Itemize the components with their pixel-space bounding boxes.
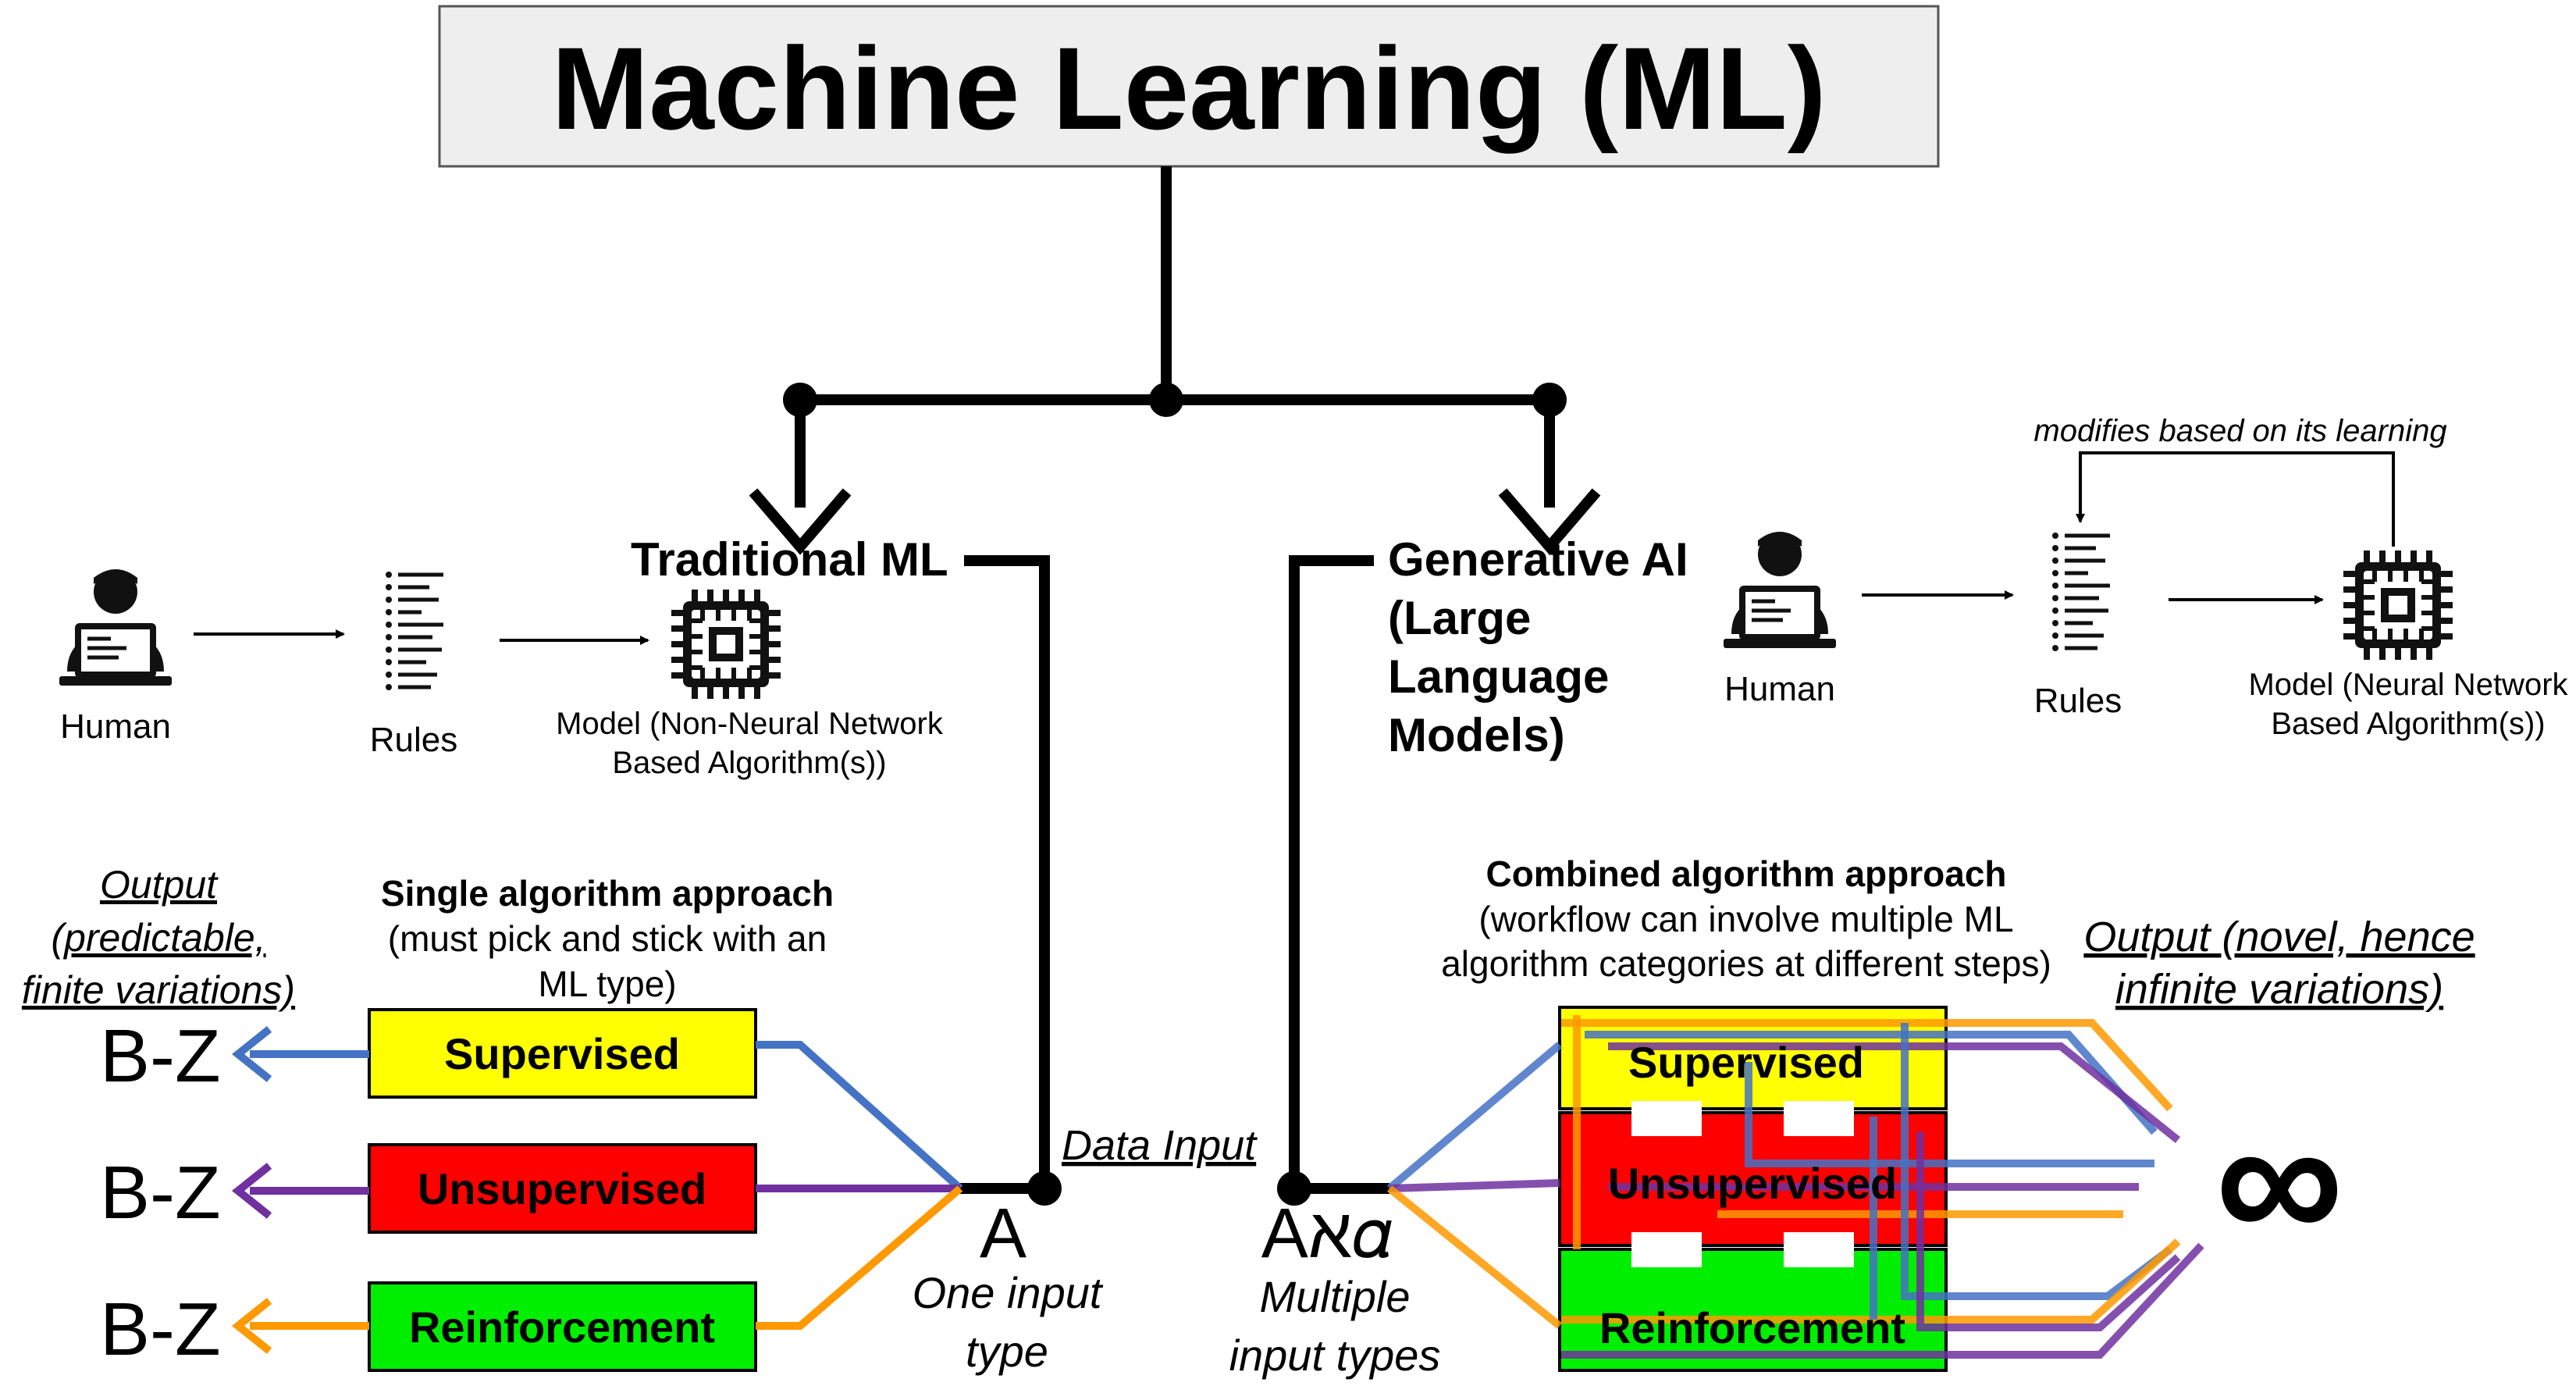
tree-nodes	[749, 383, 1601, 555]
combined-approach-line3: algorithm categories at different steps)	[1441, 943, 2051, 984]
generative-model-label-1: Model (Neural Network	[2248, 668, 2568, 702]
rules-icon	[2052, 533, 2110, 651]
generative-ai-heading-4: Models)	[1388, 709, 1565, 761]
generative-rules-label: Rules	[2034, 682, 2122, 720]
generative-ai-heading-1: Generative AI	[1388, 533, 1688, 586]
combined-approach-line2: (workflow can involve multiple ML	[1478, 899, 2013, 939]
traditional-model-label-1: Model (Non-Neural Network	[556, 707, 944, 741]
generative-unsupervised-label: Unsupervised	[1608, 1159, 1897, 1208]
single-approach-line2: (must pick and stick with an	[388, 918, 827, 959]
arrowhead-generative	[1498, 488, 1601, 555]
generative-ai-heading-2: (Large	[1388, 592, 1531, 644]
human-icon	[1724, 532, 1836, 648]
single-approach-title: Single algorithm approach	[381, 873, 834, 914]
traditional-output-2: (predictable,	[51, 916, 265, 960]
arrowhead-traditional	[749, 488, 852, 555]
generative-input-symbol: Aא𝛼	[1261, 1195, 1393, 1273]
generative-model-label-2: Based Algorithm(s))	[2271, 707, 2545, 741]
traditional-output-bz-3: B-Z	[100, 1288, 221, 1371]
feedback-arrow	[2076, 451, 2395, 547]
traditional-model-label-2: Based Algorithm(s))	[612, 746, 886, 780]
page-title: Machine Learning (ML)	[551, 23, 1826, 154]
traditional-unsupervised-box	[368, 1143, 757, 1234]
generative-reinforcement-label: Reinforcement	[1599, 1303, 1905, 1352]
generative-output-2: infinite variations)	[2115, 966, 2443, 1013]
traditional-output-bz-1: B-Z	[100, 1014, 221, 1098]
generative-supervised-label: Supervised	[1628, 1038, 1864, 1087]
generative-flow-lines	[1386, 1015, 2204, 1359]
traditional-output-3: finite variations)	[22, 968, 295, 1012]
tree-connectors	[795, 166, 1555, 508]
infinity-symbol: ∞	[2215, 1079, 2343, 1280]
data-input-label: Data Input	[1062, 1122, 1258, 1169]
combined-approach-title: Combined algorithm approach	[1485, 853, 2006, 894]
traditional-input-line1: One input	[913, 1268, 1104, 1317]
traditional-input-line2: type	[966, 1327, 1048, 1376]
traditional-supervised-box	[368, 1008, 757, 1099]
traditional-supervised-label: Supervised	[444, 1029, 680, 1078]
generative-ai-heading-3: Language	[1388, 650, 1609, 703]
generative-input-line1: Multiple	[1260, 1272, 1411, 1321]
traditional-rules-label: Rules	[370, 721, 458, 759]
generative-output-1: Output (novel, hence	[2083, 914, 2475, 960]
traditional-unsupervised-label: Unsupervised	[418, 1164, 706, 1213]
traditional-output-1: Output	[100, 863, 219, 907]
traditional-input-node	[1027, 1171, 1062, 1206]
traditional-input-symbol: A	[980, 1195, 1026, 1273]
generative-input-line2: input types	[1229, 1331, 1441, 1380]
single-approach-line3: ML type)	[538, 964, 676, 1004]
traditional-output-bz-2: B-Z	[100, 1151, 221, 1235]
generative-human-label: Human	[1724, 670, 1835, 708]
branch-lines	[960, 555, 1389, 1194]
traditional-ml-heading: Traditional ML	[631, 533, 948, 586]
chip-icon	[2343, 550, 2453, 660]
rules-icon	[386, 572, 443, 690]
traditional-reinforcement-label: Reinforcement	[409, 1302, 715, 1352]
traditional-flow-lines	[231, 1026, 963, 1354]
feedback-label: modifies based on its learning	[2033, 414, 2446, 448]
traditional-human-label: Human	[60, 707, 171, 746]
title-box	[438, 5, 1940, 168]
human-icon	[59, 569, 172, 686]
chip-icon	[671, 590, 781, 699]
